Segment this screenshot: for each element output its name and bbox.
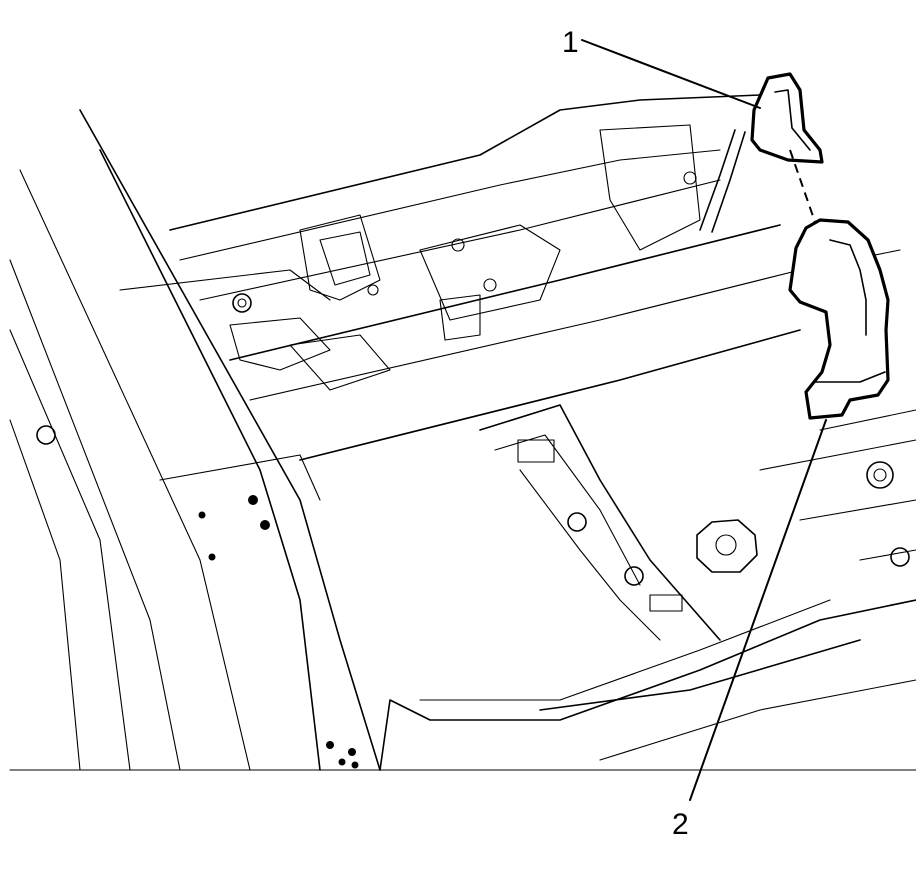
fastener-holes [36, 171, 910, 769]
assembly-guide-line [789, 149, 816, 223]
callout-label-1: 1 [562, 26, 579, 59]
leader-line-1 [581, 39, 761, 109]
bracket-part-1 [750, 72, 824, 164]
leader-line-2 [689, 419, 827, 801]
callout-label-2: 2 [672, 808, 689, 841]
cover-part-2 [788, 218, 890, 420]
floor-structure-linework [9, 94, 916, 771]
